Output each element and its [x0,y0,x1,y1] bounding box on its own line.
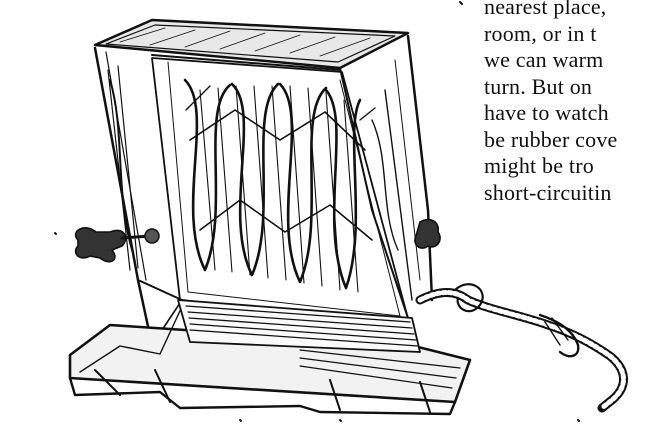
power-cord [415,283,628,413]
text-line: short-circuitin [484,179,612,205]
text-line: room, or in t [484,20,597,46]
text-line: we can warm [484,47,604,72]
crumb-tray [177,299,421,353]
text-line: have to watch [484,100,609,125]
text-line: turn. But on [484,73,593,99]
scan-specks [54,1,580,422]
body-text-column: nearest place, room, or in t we can warm… [484,0,649,224]
text-line: might be tro [484,153,594,178]
front-grille [151,57,411,327]
right-knob [414,218,441,249]
top-rim [93,18,410,70]
text-line: be rubber cove [484,126,618,152]
left-knob [74,227,160,263]
text-line: nearest place, [484,0,607,19]
